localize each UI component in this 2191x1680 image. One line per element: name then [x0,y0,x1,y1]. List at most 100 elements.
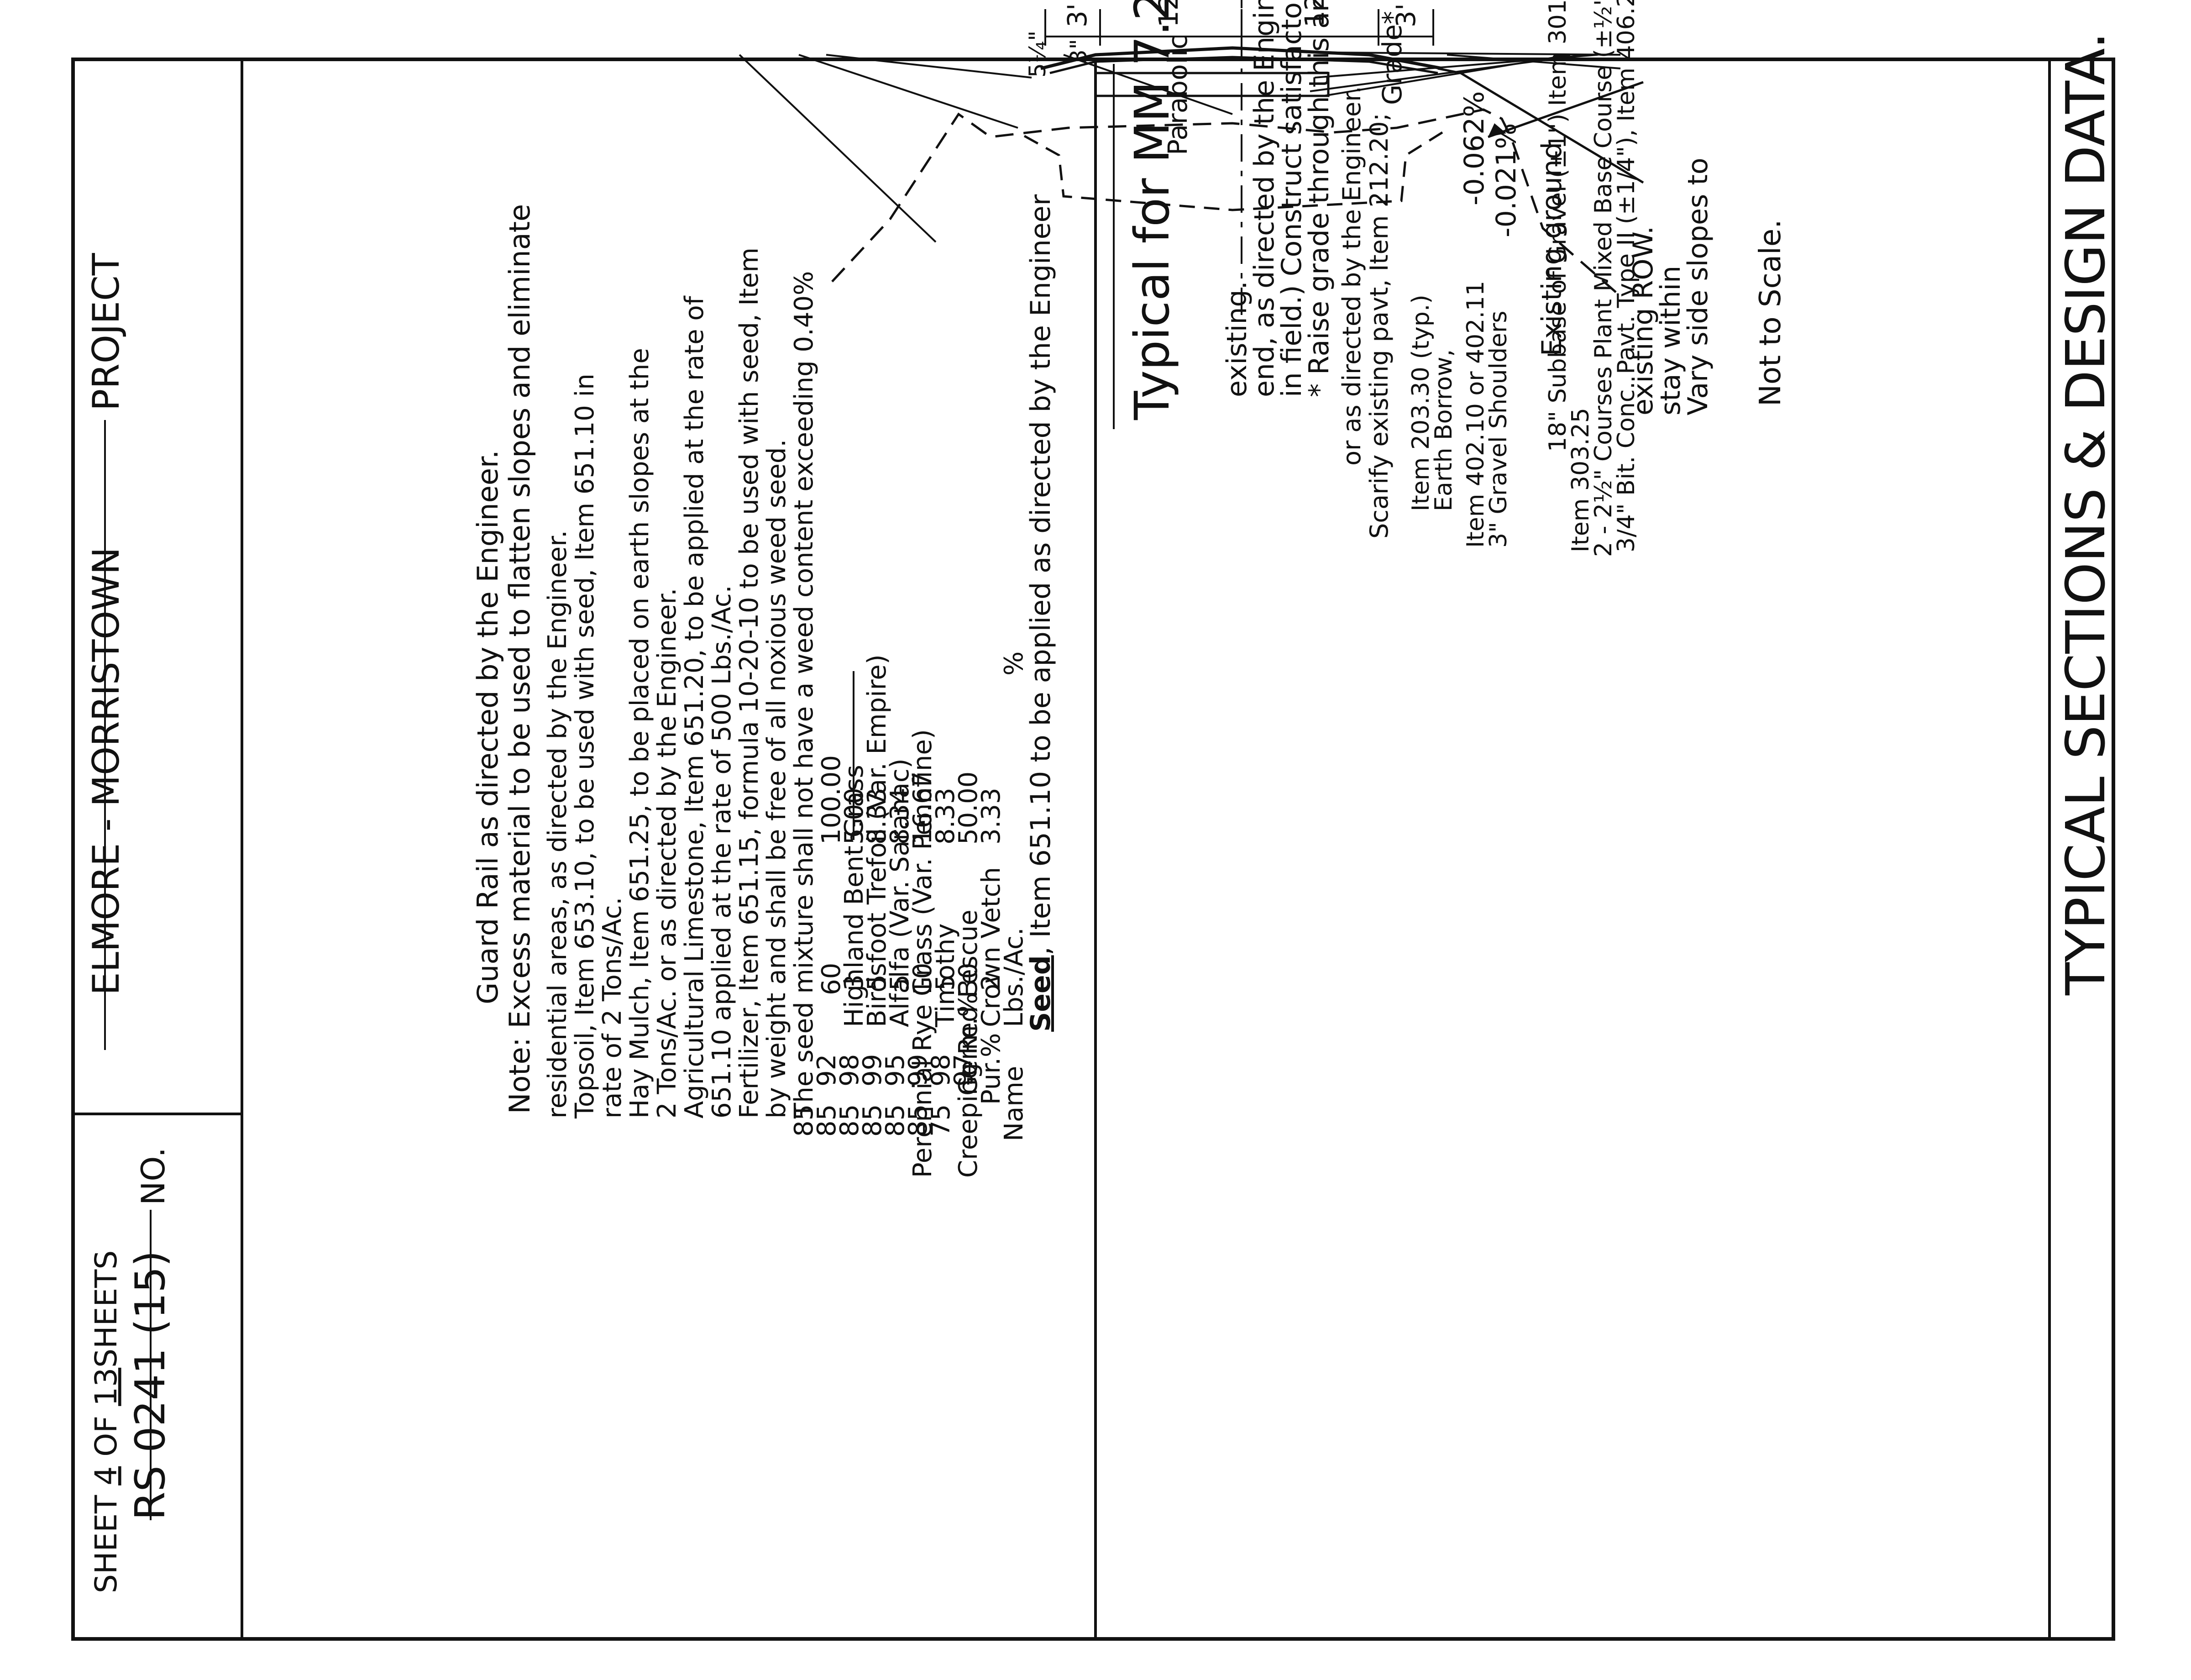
callout-texts: 3/4" Bit. Conc. Pavt. Type II (±1/4"), I… [1337,0,1640,557]
callout-base-course: 2 - 2½" Courses Plant Mixed Base Course … [1590,0,1617,557]
seed-para-line: The seed mixture shall not have a weed c… [789,271,819,1119]
raise-line: end, as directed by the Engineer. Horizo… [1248,0,1280,397]
raise-line: existing. [1221,281,1253,397]
seed-lbs: 5 [931,974,960,991]
sheet-space [89,1486,124,1495]
vary-side-line: existing ROW. [1627,226,1659,415]
seed-pur: 98 [835,1054,865,1087]
base-course-layer [1094,72,1330,97]
seed-intro-label: Seed [1025,955,1057,1032]
seed-para-line: residential areas, as directed by the En… [543,530,572,1118]
note-line: Note: Excess material to be used to flat… [503,204,536,1114]
subbase-line [1049,56,1438,74]
seed-pct: 8.33 [862,788,892,845]
contract-no-label: NO. [135,1147,172,1205]
slope-arrow-head [1488,123,1506,137]
project-name: ELMORE - MORRISTOWN [85,547,127,995]
seed-lbs: 10 [908,963,938,995]
seed-row: 3.33 2 Crown Vetch 97 75 [926,788,1006,1137]
raise-line: * Raise grade through this area 24"± (gr… [1303,0,1335,397]
dim-lane-left: 12' [1299,0,1330,27]
seed-pct: 8.34 [885,788,915,845]
of-space [89,1457,124,1466]
seed-intro-rest: , Item 651.10 to be applied as directed … [1025,194,1057,955]
excess-material-note: Note: Excess material to be used to flat… [471,204,536,1114]
of-label: OF [89,1416,124,1457]
seed-row: 8.33 5 Birdsfoot Trefoil (Var. Empire) 9… [812,654,892,1137]
seed-total-pct: 100.00 [817,755,846,845]
existing-ground-label: Existing ground [1536,142,1568,356]
seed-para-line: 651.10 applied at the rate of 500 Lbs./A… [707,585,737,1118]
seed-germ: 85 [881,1104,910,1137]
seed-pur: 97 [949,1054,979,1087]
seed-header-lbs: Lbs./Ac. [999,927,1029,1027]
callout-pavement: 3/4" Bit. Conc. Pavt. Type II (±1/4"), I… [1613,0,1640,552]
slope-arrow [1488,81,1644,138]
grade-label: Grade* [1377,11,1408,105]
seed-lbs: 30 [954,963,983,995]
seed-para-line: Agricultural Limestone, Item 651.20, to … [680,295,709,1118]
dim-lane-right: 12' [1153,0,1184,27]
seed-pct: 16.67 [908,772,938,845]
subgrade-dashed-line [1017,131,1443,211]
seed-pct: 3.33 [976,788,1006,845]
vary-side-line: Vary side slopes to [1682,158,1714,415]
seed-row: 8.34 5 Alfalfa (Var. Saranac) 99 85 [835,758,915,1137]
sheets-label: SHEETS [89,1250,124,1368]
seed-germ: 85 [858,1104,887,1137]
callout-shoulders: 3" Gravel Shoulders [1485,311,1512,548]
seed-para-line: Hay Mulch, Item 651.25, to be placed on … [625,348,655,1118]
width-dimension [1044,9,1434,46]
seed-lbs: 5 [885,974,915,991]
seed-pur: 99 [858,1054,887,1087]
vary-side-line: stay within [1655,266,1687,415]
seed-row: 8.33 5 Timothy 99 85 [881,788,960,1137]
seed-para-line: Fertilizer, Item 651.15, formula 10-20-1… [734,247,764,1118]
vary-side-slopes-note: Vary side slopes to stay within existing… [1627,158,1714,415]
seed-germ: 75 [926,1104,956,1137]
sheet-number: 4 [89,1466,124,1486]
callout-subbase: 18" Subbase of Gravel (±1") Item 301.15 [1544,0,1572,452]
seed-pur: 95 [881,1054,910,1087]
dim-5in: 5¼" [1024,31,1051,78]
dim-shoulder-left: 3' [1390,3,1421,27]
callout-borrow: Earth Borrow, [1430,349,1457,511]
seed-name: Creeping Red Fescue [954,910,983,1178]
callout-leaders [739,52,1621,243]
callout-scarify-2: or as directed by the Engineer. [1337,86,1366,466]
parabolic-label: Parabolic [1162,35,1193,155]
seed-lbs: 5 [862,974,892,991]
seed-pur: 99 [903,1054,933,1087]
dim-3in: 3" [1065,39,1092,64]
seed-para-line: by weight and shall be free of all noxio… [762,439,791,1118]
seed-pct: 8.33 [931,788,960,845]
seed-germ: 85 [835,1104,865,1137]
not-to-scale-note: Not to Scale. [1754,219,1787,406]
seed-name: Crown Vetch [976,867,1006,1027]
seed-paragraph: The seed mixture shall not have a weed c… [543,247,819,1119]
seed-header-pur: Pur.% [976,1033,1006,1105]
seed-lbs: 3 [839,974,869,991]
callout-base-item: Item 303.25 [1567,408,1594,552]
sheet-title: TYPICAL SECTIONS & DESIGN DATA. [2054,32,2117,996]
existing-ground-line [830,108,1617,293]
sheet-count: SHEET 4 OF 13SHEETS [89,1250,124,1593]
seed-row: 16.67 10 Perennial Rye Grass (Var. Pennf… [858,729,938,1178]
sheet-border [71,58,2115,1641]
seed-para-line: Topsoil, Item 653.10, to be used with se… [570,373,600,1119]
typical-section-label: Typical for MM 7.25 - MM 7.55 (Elmore) [1124,0,1180,420]
seed-intro: Seed, Item 651.10 to be applied as direc… [1025,194,1057,1032]
seed-lbs: 2 [976,974,1006,991]
typical-cross-section [739,0,1644,315]
seed-name: Birdsfoot Trefoil (Var. Empire) [862,654,892,1027]
seed-name: Timothy [931,924,960,1028]
seed-name: Perennial Rye Grass (Var. Pennfine) [908,729,938,1178]
seed-row: 50.00 30 Creeping Red Fescue 98 85 [903,772,983,1178]
seed-total-lbs: 60 [817,963,846,995]
seed-header-name: Name [999,1066,1029,1141]
raise-line: in field.) Construct satisfactory grade … [1276,0,1308,397]
seed-germ: 85 [789,1104,819,1137]
seed-germ: 85 [903,1104,933,1137]
seed-header-germ: Germ.% [954,993,983,1096]
